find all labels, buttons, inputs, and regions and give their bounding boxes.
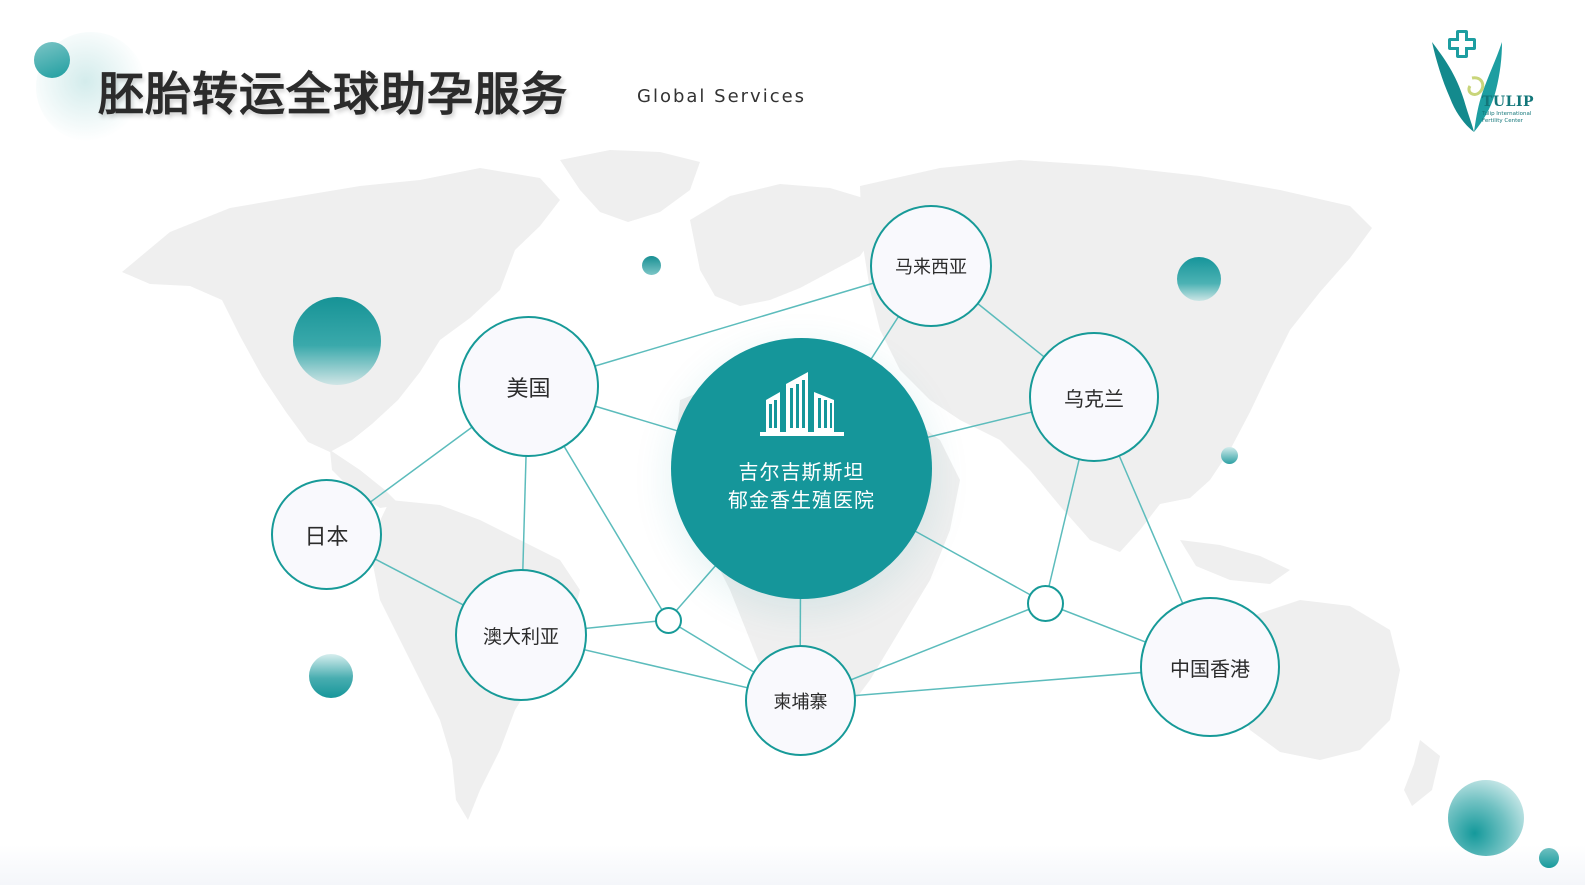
node-malaysia: 马来西亚 <box>870 205 992 327</box>
deco-bubble-teal-tiny-top <box>642 256 661 275</box>
center-node-line1: 吉尔吉斯斯坦 <box>738 460 865 484</box>
node-usa: 美国 <box>458 316 599 457</box>
tulip-cross-icon <box>1432 30 1502 132</box>
logo-subtitle: Tulip International Fertility Center <box>1482 111 1542 125</box>
deco-bubble-teal-right <box>1177 257 1221 301</box>
logo-subtitle-line2: Fertility Center <box>1482 118 1523 124</box>
node-australia: 澳大利亚 <box>455 569 587 701</box>
deco-bubble-teal-medium <box>309 654 353 698</box>
center-node-hospital: 吉尔吉斯斯坦 郁金香生殖医院 <box>671 338 932 599</box>
junction-node-left <box>655 607 682 634</box>
center-node-line2: 郁金香生殖医院 <box>728 488 875 512</box>
node-hongkong: 中国香港 <box>1140 597 1280 737</box>
node-cambodia: 柬埔寨 <box>745 645 856 756</box>
bottom-gradient-band <box>0 845 1585 885</box>
logo-subtitle-line1: Tulip International <box>1482 111 1532 117</box>
node-ukraine: 乌克兰 <box>1029 332 1159 462</box>
deco-bubble-bottom-right-large <box>1448 780 1524 856</box>
deco-bubble-teal-tiny-right <box>1221 447 1238 464</box>
junction-node-right <box>1027 585 1064 622</box>
node-japan: 日本 <box>271 479 382 590</box>
deco-bubble-teal-large <box>293 297 381 385</box>
tulip-logo: TULIP Tulip International Fertility Cent… <box>1426 28 1538 136</box>
page-title: 胚胎转运全球助孕服务 <box>98 67 568 121</box>
page-subtitle: Global Services <box>637 86 807 107</box>
deco-bubble-bottom-right-small <box>1539 848 1559 868</box>
logo-brand-name: TULIP <box>1482 94 1535 110</box>
deco-bubble-top-left-small <box>34 42 70 78</box>
building-icon <box>759 372 844 436</box>
